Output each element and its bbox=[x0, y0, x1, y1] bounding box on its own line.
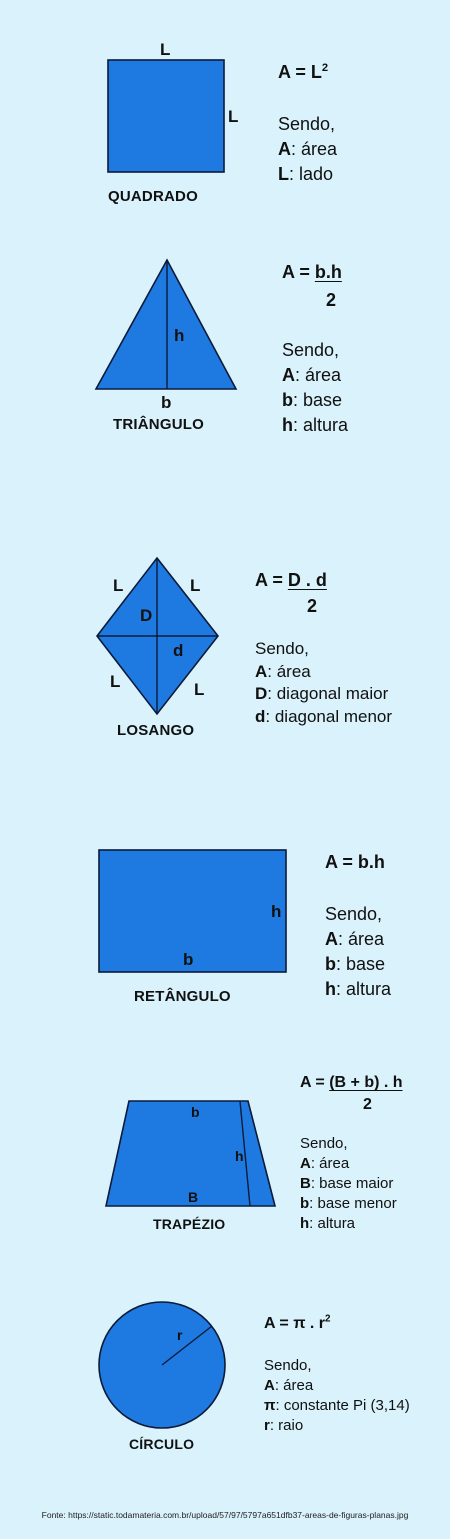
trapezoid-definitions: Sendo, A: área B: base maior b: base men… bbox=[300, 1134, 397, 1234]
circle-radius-label: r bbox=[177, 1327, 183, 1343]
rectangle-height-label: h bbox=[271, 902, 281, 921]
trapezoid-height-label: h bbox=[235, 1148, 244, 1164]
square-side-label-right: L bbox=[228, 107, 238, 126]
triangle-height-label: h bbox=[174, 326, 184, 345]
definition-row: r: raio bbox=[264, 1417, 304, 1434]
definition-intro: Sendo, bbox=[325, 904, 383, 924]
definition-row: π: constante Pi (3,14) bbox=[264, 1397, 410, 1414]
definition-row: A: área bbox=[282, 365, 342, 385]
rectangle-formula: A = b.h bbox=[325, 852, 385, 872]
rhombus-formula: A = D . d 2 bbox=[255, 570, 327, 616]
definition-row: d: diagonal menor bbox=[255, 706, 393, 726]
circle-shape: r bbox=[98, 1301, 226, 1429]
definition-intro: Sendo, bbox=[300, 1135, 348, 1152]
rhombus-definitions: Sendo, A: área D: diagonal maior d: diag… bbox=[255, 638, 392, 728]
triangle-definitions: Sendo, A: área b: base h: altura bbox=[282, 338, 348, 438]
trapezoid-formula: A = (B + b) . h 2 bbox=[300, 1074, 403, 1113]
definition-row: h: altura bbox=[325, 979, 392, 999]
square-side-label-top: L bbox=[160, 40, 170, 59]
definition-row: A: área bbox=[264, 1377, 314, 1394]
rhombus-diagonal-D-label: D bbox=[140, 606, 152, 625]
definition-row: A: área bbox=[325, 929, 385, 949]
definition-row: A: área bbox=[300, 1155, 350, 1172]
trapezoid-name: TRAPÉZIO bbox=[153, 1216, 226, 1232]
square-formula: A = L2 bbox=[278, 62, 329, 82]
square-shape: L L bbox=[107, 40, 238, 173]
rhombus-side-label: L bbox=[113, 576, 124, 595]
rhombus-shape: D d bbox=[95, 556, 220, 716]
trapezoid-minor-base-label: b bbox=[191, 1104, 200, 1120]
rectangle-base-label: b bbox=[183, 950, 193, 969]
definition-row: h: altura bbox=[282, 415, 349, 435]
trapezoid-shape: b h B bbox=[105, 1100, 277, 1207]
trapezoid-major-base-label: B bbox=[188, 1189, 198, 1205]
definition-row: b: base bbox=[325, 954, 386, 974]
definition-intro: Sendo, bbox=[264, 1357, 312, 1374]
rhombus-side-label: L bbox=[190, 576, 201, 595]
triangle-base-label: b bbox=[161, 393, 171, 412]
definition-intro: Sendo, bbox=[278, 114, 336, 134]
source-footer: Fonte: https://static.todamateria.com.br… bbox=[41, 1510, 409, 1520]
circle-name: CÍRCULO bbox=[129, 1436, 195, 1452]
rhombus-side-label: L bbox=[110, 672, 121, 691]
circle-formula: A = π . r2 bbox=[264, 1313, 331, 1332]
definition-row: b: base bbox=[282, 390, 343, 410]
triangle-name: TRIÂNGULO bbox=[113, 416, 204, 433]
definition-intro: Sendo, bbox=[282, 340, 340, 360]
triangle-formula: A = b.h 2 bbox=[282, 262, 342, 310]
definition-row: D: diagonal maior bbox=[255, 684, 389, 703]
square-name: QUADRADO bbox=[108, 188, 198, 205]
rhombus-name: LOSANGO bbox=[117, 722, 195, 739]
circle-definitions: Sendo, A: área π: constante Pi (3,14) r:… bbox=[264, 1356, 410, 1436]
definition-row: h: altura bbox=[300, 1215, 356, 1232]
rectangle-definitions: Sendo, A: área b: base h: altura bbox=[325, 902, 391, 1002]
rectangle-name: RETÂNGULO bbox=[134, 988, 231, 1005]
rhombus-diagonal-d-label: d bbox=[173, 641, 183, 660]
definition-row: A: área bbox=[278, 139, 338, 159]
rectangle-shape: h b bbox=[98, 849, 287, 973]
square-definitions: Sendo, A: área L: lado bbox=[278, 112, 337, 187]
definition-intro: Sendo, bbox=[255, 639, 309, 658]
definition-row: L: lado bbox=[278, 164, 334, 184]
definition-row: B: base maior bbox=[300, 1175, 394, 1192]
triangle-shape: h b bbox=[94, 258, 238, 412]
definition-row: b: base menor bbox=[300, 1195, 397, 1212]
definition-row: A: área bbox=[255, 661, 311, 681]
rhombus-side-label: L bbox=[194, 680, 205, 699]
